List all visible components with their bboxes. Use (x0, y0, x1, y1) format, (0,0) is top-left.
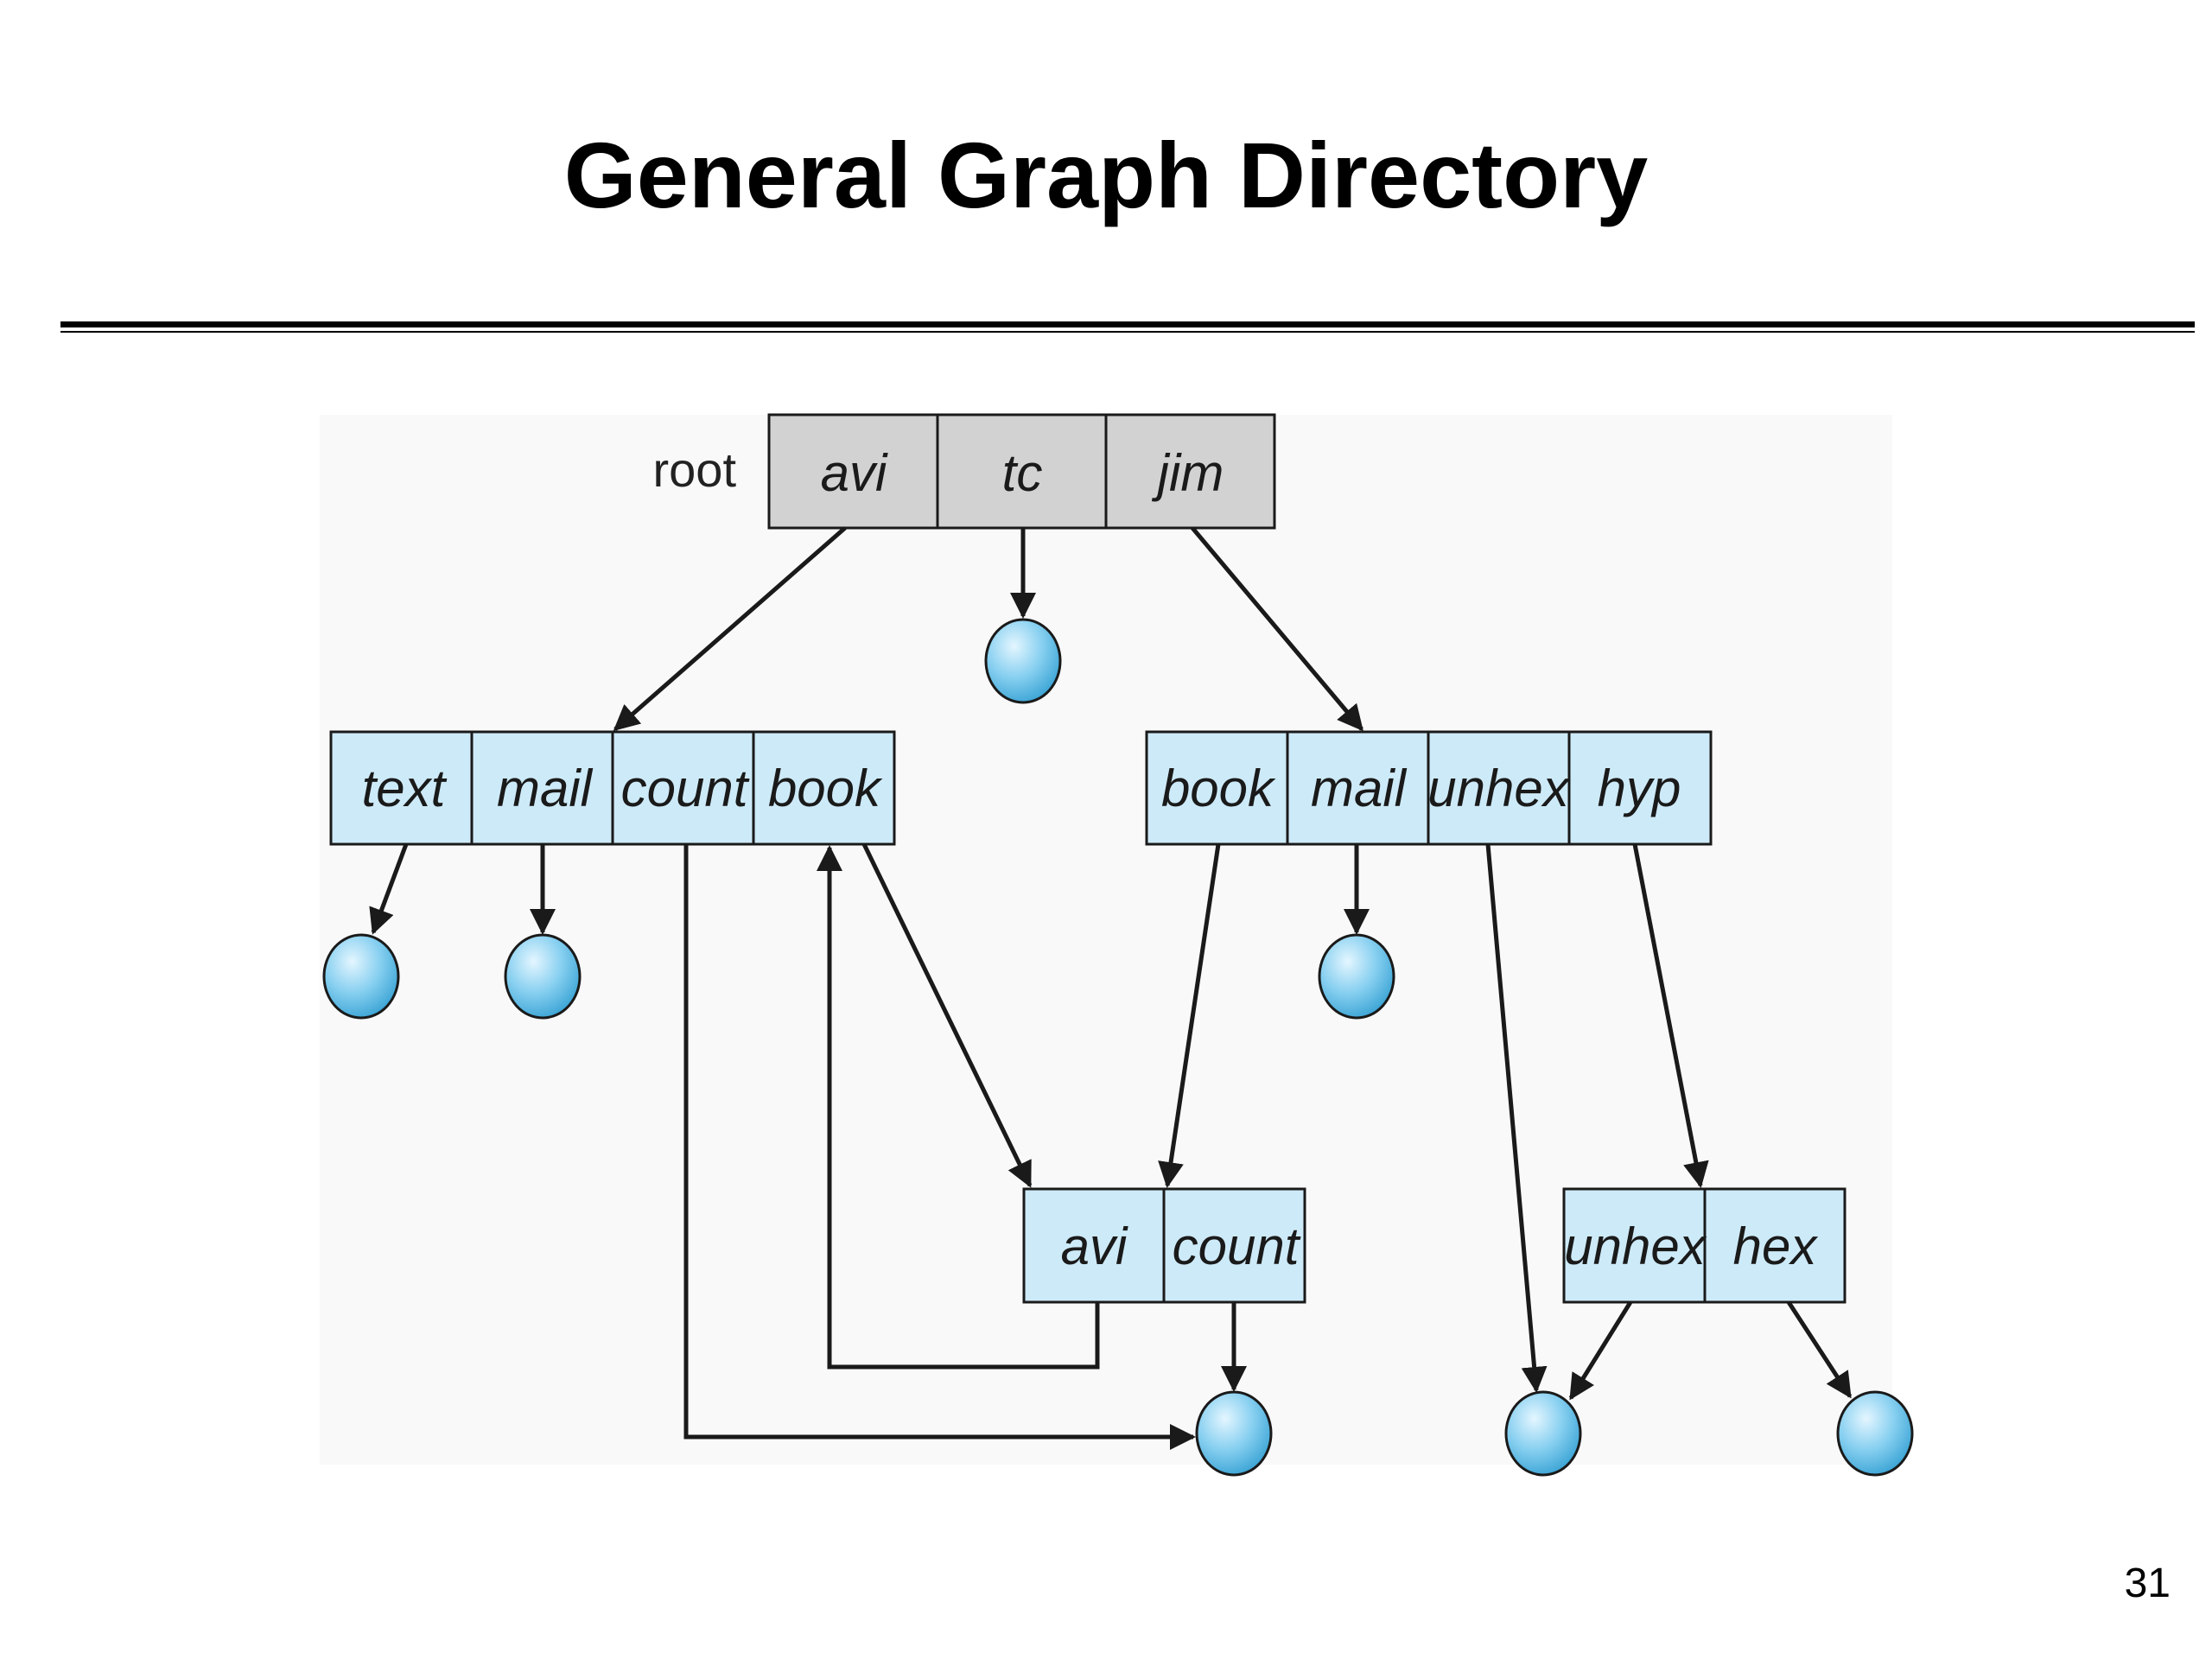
book-entry-avi: avi (1061, 1217, 1128, 1275)
title-divider-thick (60, 321, 2195, 327)
hyp-entry-unhex: unhex (1564, 1217, 1707, 1275)
avi-entry-mail: mail (497, 760, 594, 817)
avi-entry-book: book (768, 760, 883, 817)
edge-avi-text (369, 843, 409, 935)
edge-jim-hyp (1632, 843, 1709, 1188)
root-label: root (653, 442, 737, 497)
directory-root: avi tc jim (767, 413, 1276, 530)
page-number: 31 (2124, 1560, 2171, 1606)
edge-jim-book (1158, 843, 1221, 1188)
edge-avi-book (861, 842, 1033, 1188)
file-node-unhex (1504, 1390, 1582, 1477)
edge-book-avi-cycle (817, 845, 1100, 1370)
root-entry-tc: tc (1002, 444, 1043, 502)
file-nodes (322, 618, 1914, 1477)
jim-entry-mail: mail (1311, 760, 1408, 817)
edge-root-avi (613, 526, 847, 731)
jim-entry-unhex: unhex (1427, 760, 1570, 817)
hyp-entry-hex: hex (1733, 1217, 1819, 1275)
edge-avi-count (683, 844, 1196, 1450)
edge-hyp-unhex (1568, 1300, 1633, 1401)
root-entry-avi: avi (821, 444, 888, 502)
directory-jim: book mail unhex hyp (1145, 730, 1713, 846)
title-divider-thin (60, 331, 2195, 333)
directory-avi: text mail count book (329, 730, 896, 846)
file-node-count (1195, 1390, 1273, 1477)
directory-book: avi count (1022, 1187, 1306, 1304)
book-entry-count: count (1173, 1217, 1301, 1275)
file-node-avi-text (322, 933, 400, 1020)
jim-entry-book: book (1161, 760, 1276, 817)
edge-hyp-hex (1786, 1300, 1853, 1399)
root-entry-jim: jim (1152, 444, 1224, 502)
jim-entry-hyp: hyp (1598, 760, 1681, 817)
slide-title: General Graph Directory (563, 123, 1649, 227)
file-node-avi-mail (504, 933, 582, 1020)
file-node-hex (1836, 1390, 1914, 1477)
file-node-jim-mail (1318, 933, 1395, 1020)
edge-jim-unhex (1485, 843, 1548, 1393)
edge-root-jim (1191, 526, 1363, 732)
file-node-tc (984, 618, 1062, 704)
directory-hyp: unhex hex (1562, 1187, 1847, 1304)
edges (369, 526, 1853, 1450)
avi-entry-count: count (621, 760, 750, 817)
avi-entry-text: text (362, 760, 448, 817)
